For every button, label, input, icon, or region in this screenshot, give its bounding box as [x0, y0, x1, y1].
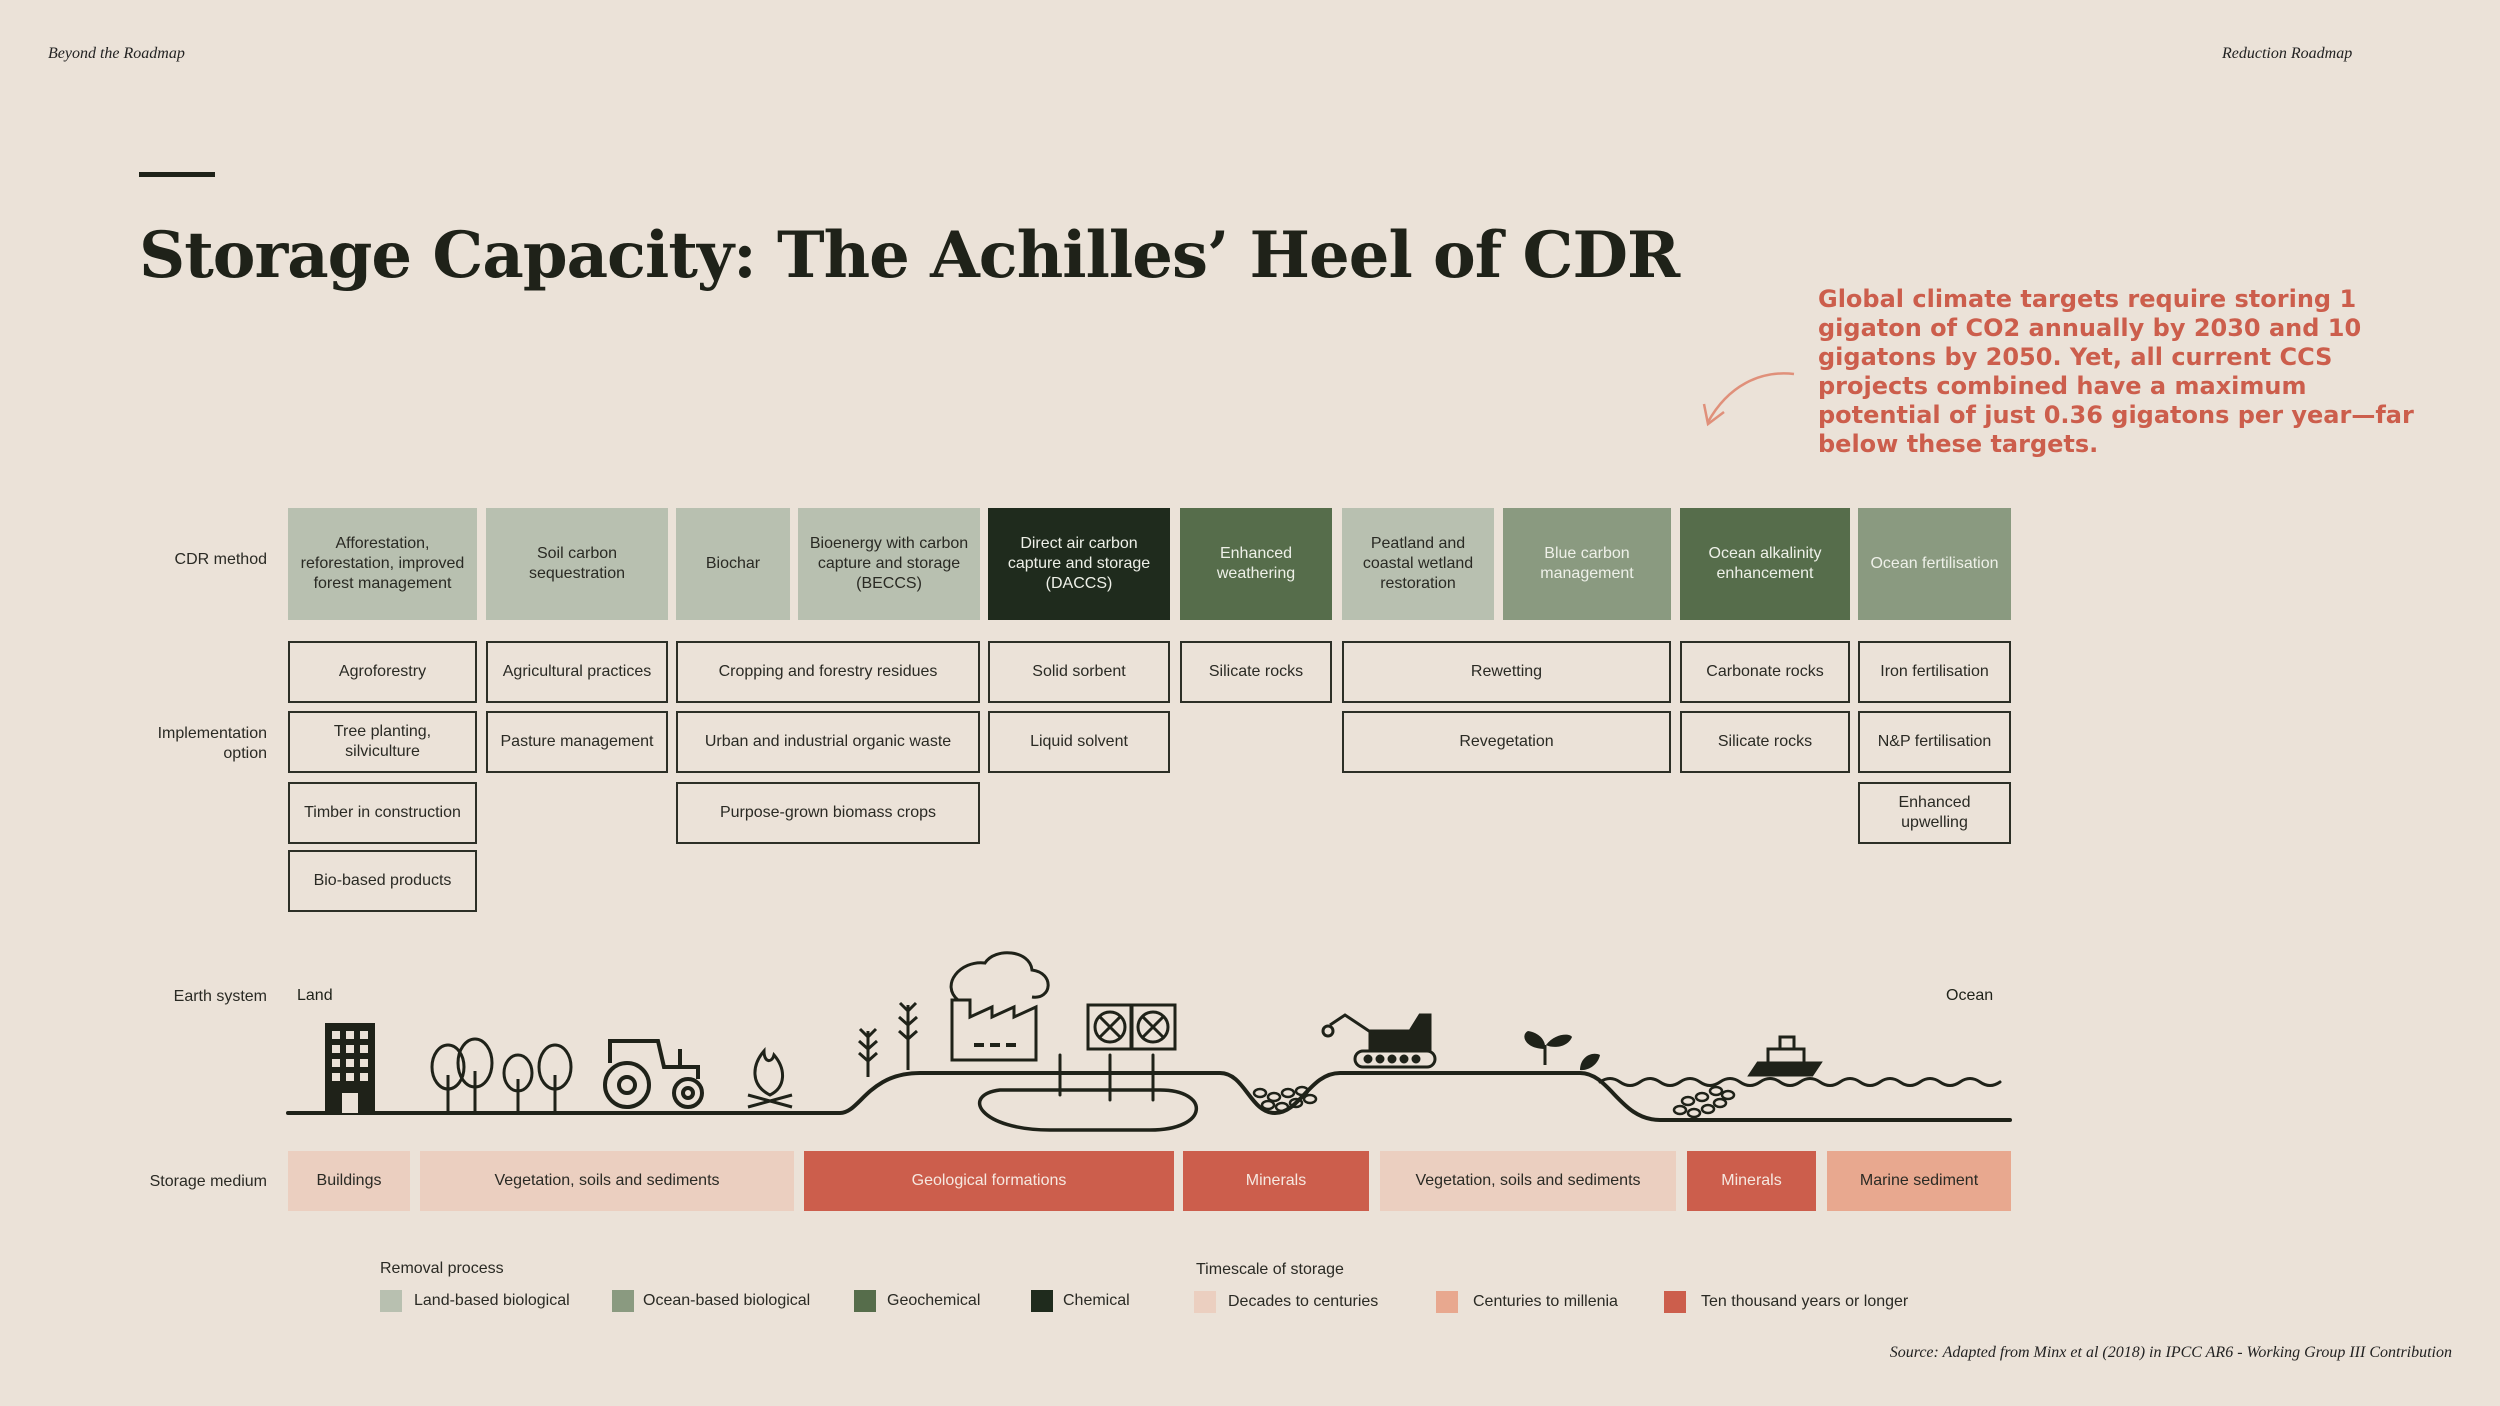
storage-buildings: Buildings: [288, 1151, 410, 1211]
sediment-icon: [1672, 1085, 1736, 1119]
storage-minerals-ocean: Minerals: [1687, 1151, 1816, 1211]
option-agroforestry: Agroforestry: [288, 641, 477, 703]
ocean-waves: [1598, 1077, 2002, 1087]
title-rule: [139, 172, 215, 177]
legend-label-chemical: Chemical: [1063, 1292, 1130, 1309]
factory-icon: [949, 951, 1050, 1062]
row-label-earth-system: Earth system: [173, 988, 267, 1005]
storage-marine-sediment: Marine sediment: [1827, 1151, 2011, 1211]
building-icon: [325, 1023, 375, 1113]
earth-ocean-label: Ocean: [1946, 987, 1994, 1004]
tractor-icon: [603, 1039, 704, 1109]
legend-label-ocean: Ocean-based biological: [643, 1292, 811, 1309]
legend-swatch-chemical: [1031, 1290, 1053, 1312]
trees-icon: [430, 1037, 573, 1111]
method-ocean-alkalinity: Ocean alkalinity enhancement: [1680, 508, 1850, 620]
legend-label-long: Ten thousand years or longer: [1701, 1293, 1909, 1310]
method-daccs: Direct air carbon capture and storage (D…: [988, 508, 1170, 620]
callout-arrow-icon: [1702, 372, 1795, 427]
method-biochar: Biochar: [676, 508, 790, 620]
legend-label-decades: Decades to centuries: [1228, 1293, 1379, 1310]
method-soil-carbon: Soil carbon sequestration: [486, 508, 668, 620]
ground-line: [286, 1071, 2012, 1122]
legend-swatch-land: [380, 1290, 402, 1312]
excavator-icon: [1321, 1013, 1437, 1069]
option-tree-planting: Tree planting, silviculture: [288, 711, 477, 773]
option-biomass-crops: Purpose-grown biomass crops: [676, 782, 980, 844]
option-carbonate-rocks: Carbonate rocks: [1680, 641, 1850, 703]
storage-vegetation-wetland: Vegetation, soils and sediments: [1380, 1151, 1676, 1211]
ship-icon: [1747, 1035, 1823, 1077]
option-np-fertilisation: N&P fertilisation: [1858, 711, 2011, 773]
legend-swatch-decades: [1194, 1291, 1216, 1313]
legend-swatch-geochemical: [854, 1290, 876, 1312]
row-label-option: option: [223, 745, 267, 762]
campfire-icon: [747, 1046, 793, 1109]
legend-label-geochemical: Geochemical: [887, 1292, 981, 1309]
option-bio-based-products: Bio-based products: [288, 850, 477, 912]
report-name: Beyond the Roadmap: [48, 45, 185, 62]
page-title: Storage Capacity: The Achilles’ Heel of …: [139, 218, 1680, 293]
section-name: Reduction Roadmap: [2222, 45, 2353, 62]
minerals-icon: [1252, 1085, 1318, 1113]
option-solid-sorbent: Solid sorbent: [988, 641, 1170, 703]
earth-system-illustration: [286, 951, 2012, 1132]
legend-removal-title: Removal process: [380, 1260, 504, 1277]
option-rewetting: Rewetting: [1342, 641, 1671, 703]
method-blue-carbon: Blue carbon management: [1503, 508, 1671, 620]
option-liquid-solvent: Liquid solvent: [988, 711, 1170, 773]
option-iron-fertilisation: Iron fertilisation: [1858, 641, 2011, 703]
option-pasture-management: Pasture management: [486, 711, 668, 773]
sprout-icon: [1524, 1031, 1600, 1071]
method-peatland: Peatland and coastal wetland restoration: [1342, 508, 1494, 620]
storage-geological: Geological formations: [804, 1151, 1174, 1211]
option-silicate-rocks-weathering: Silicate rocks: [1180, 641, 1332, 703]
storage-minerals-land: Minerals: [1183, 1151, 1369, 1211]
legend-swatch-ocean: [612, 1290, 634, 1312]
legend-label-land: Land-based biological: [414, 1292, 570, 1309]
row-label-method: CDR method: [174, 551, 267, 568]
fan-icon: [1086, 1003, 1177, 1051]
option-revegetation: Revegetation: [1342, 711, 1671, 773]
option-agricultural-practices: Agricultural practices: [486, 641, 668, 703]
legend-label-centuries: Centuries to millenia: [1473, 1293, 1618, 1310]
legend-timescale-title: Timescale of storage: [1196, 1261, 1344, 1278]
method-enhanced-weathering: Enhanced weathering: [1180, 508, 1332, 620]
option-enhanced-upwelling: Enhanced upwelling: [1858, 782, 2011, 844]
earth-land-label: Land: [297, 987, 333, 1004]
option-timber: Timber in construction: [288, 782, 477, 844]
method-ocean-fertilisation: Ocean fertilisation: [1858, 508, 2011, 620]
callout-text: Global climate targets require storing 1…: [1818, 285, 2414, 458]
legend-swatch-long: [1664, 1291, 1686, 1313]
option-organic-waste: Urban and industrial organic waste: [676, 711, 980, 773]
method-beccs: Bioenergy with carbon capture and storag…: [798, 508, 980, 620]
row-label-implementation: Implementation: [157, 725, 267, 742]
source-note: Source: Adapted from Minx et al (2018) i…: [1889, 1344, 2452, 1361]
option-silicate-rocks-ocean: Silicate rocks: [1680, 711, 1850, 773]
crops-icon: [858, 1001, 918, 1077]
option-cropping-residues: Cropping and forestry residues: [676, 641, 980, 703]
legend-swatch-centuries: [1436, 1291, 1458, 1313]
row-label-storage: Storage medium: [149, 1173, 267, 1190]
storage-vegetation-land: Vegetation, soils and sediments: [420, 1151, 794, 1211]
method-afforestation: Afforestation, reforestation, improved f…: [288, 508, 477, 620]
